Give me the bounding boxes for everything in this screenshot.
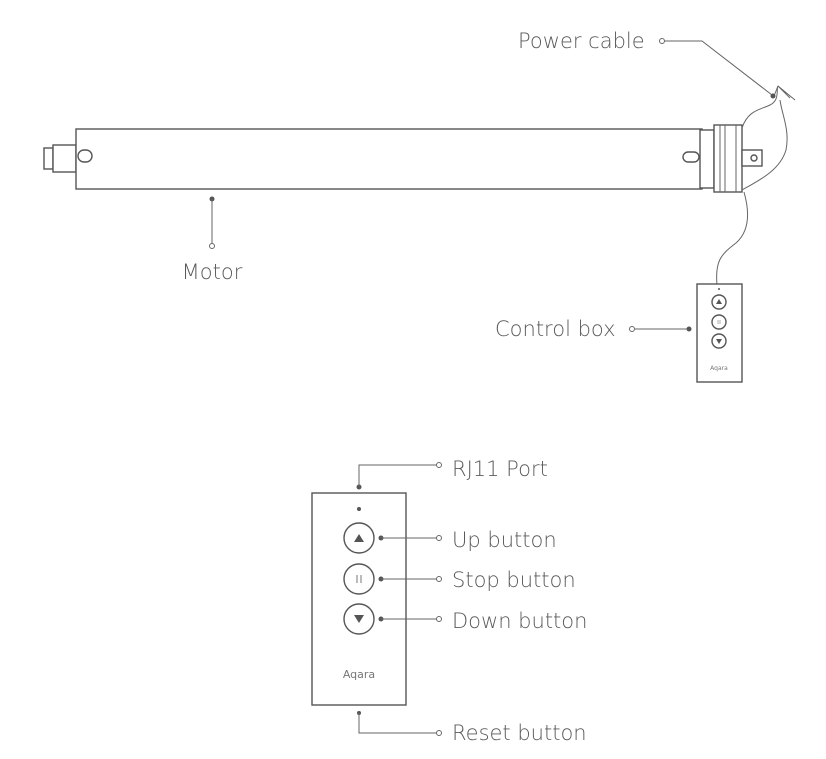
control-box-detail: Aqara bbox=[311, 492, 407, 715]
motor-slot-right bbox=[682, 151, 700, 163]
power-cable-label: Power cable bbox=[518, 29, 645, 53]
motor-head-ring-1 bbox=[699, 129, 715, 189]
triangle-up-icon bbox=[354, 534, 364, 542]
motor-head bbox=[713, 124, 743, 193]
stop-button bbox=[343, 563, 375, 595]
motor-end-tab bbox=[43, 147, 54, 170]
reset-callout: Reset button bbox=[358, 713, 587, 745]
stop-callout: Stop button bbox=[378, 568, 576, 592]
reset-button-label: Reset button bbox=[452, 721, 587, 745]
control-box-detail-brand: Aqara bbox=[343, 668, 375, 681]
control-box-small: Aqara bbox=[696, 283, 743, 383]
control-box-stop-button bbox=[711, 314, 727, 330]
triangle-down-icon bbox=[354, 615, 364, 623]
rj11-callout: RJ11 Port bbox=[356, 457, 548, 490]
up-button-label: Up button bbox=[452, 528, 557, 552]
motor-tube bbox=[75, 128, 703, 190]
motor-slot-left bbox=[77, 149, 93, 163]
motor-label: Motor bbox=[182, 260, 243, 284]
control-box-brand: Aqara bbox=[710, 365, 728, 372]
up-callout: Up button bbox=[378, 528, 557, 552]
power-cable: Power cable bbox=[518, 29, 796, 191]
down-callout: Down button bbox=[378, 609, 587, 633]
control-box-cable bbox=[716, 191, 748, 286]
rj11-port-label: RJ11 Port bbox=[452, 457, 548, 481]
rj11-port bbox=[357, 507, 361, 511]
stop-button-label: Stop button bbox=[452, 568, 576, 592]
pause-icon bbox=[356, 575, 362, 583]
motor-callout: Motor bbox=[182, 196, 243, 284]
down-button-label: Down button bbox=[452, 609, 587, 633]
control-box-callout: Control box bbox=[495, 317, 692, 341]
motor-end-cap bbox=[52, 144, 77, 173]
motor bbox=[43, 124, 763, 193]
control-box-label: Control box bbox=[495, 317, 616, 341]
